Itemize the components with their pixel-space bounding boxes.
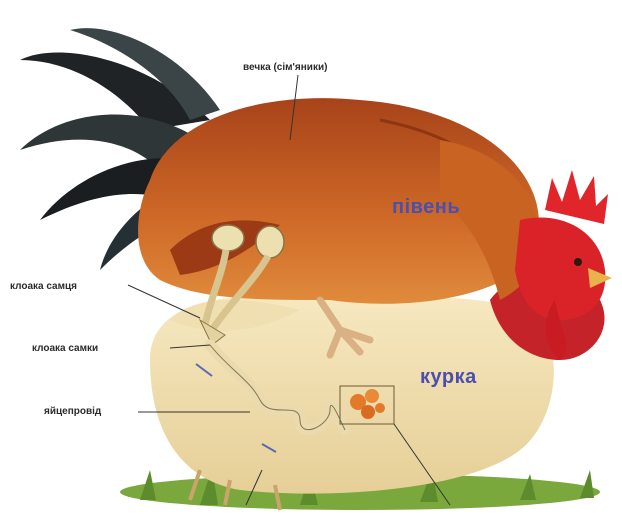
label-male-cloaca: клоака самця: [10, 281, 77, 292]
label-testes: вечка (сім'яники): [243, 62, 327, 73]
label-hen: курка: [420, 366, 477, 389]
label-female-cloaca: клоака самки: [32, 343, 98, 354]
label-oviduct: яйцепровід: [44, 406, 101, 417]
label-rooster: півень: [392, 196, 460, 219]
